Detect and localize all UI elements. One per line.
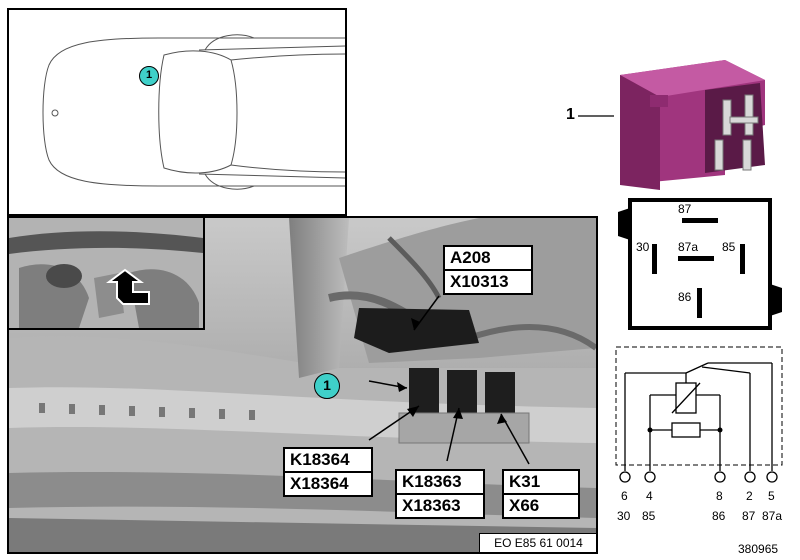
photo-caption: EO E85 61 0014 bbox=[479, 533, 596, 552]
pin-label-86: 86 bbox=[678, 290, 692, 304]
schematic-pin-2: 2 bbox=[746, 489, 753, 503]
label-x18364: X18364 bbox=[283, 471, 373, 497]
interior-illustration bbox=[9, 218, 203, 328]
top-view-callout-1: 1 bbox=[139, 66, 159, 86]
schematic-pin-6: 6 bbox=[621, 489, 628, 503]
relay-part-number: 1 bbox=[566, 106, 575, 123]
schematic-pin-8: 8 bbox=[716, 489, 723, 503]
vehicle-outline bbox=[42, 34, 346, 190]
pin-label-87: 87 bbox=[678, 202, 692, 216]
label-a208: A208 bbox=[443, 245, 533, 271]
relay-illustration bbox=[620, 60, 765, 190]
schematic-terminal-30: 30 bbox=[617, 509, 631, 523]
photo-callout-1: 1 bbox=[314, 373, 340, 399]
label-k18363: K18363 bbox=[395, 469, 485, 495]
label-x18363: X18363 bbox=[395, 493, 485, 519]
schematic-diagram bbox=[615, 346, 783, 483]
schematic-terminal-85: 85 bbox=[642, 509, 656, 523]
relay-part-image bbox=[605, 55, 795, 190]
vehicle-top-view-panel: 1 bbox=[7, 8, 347, 216]
label-k31: K31 bbox=[502, 469, 580, 495]
schematic-pin-5: 5 bbox=[768, 489, 775, 503]
pin-label-85: 85 bbox=[722, 240, 736, 254]
pin-label-87a: 87a bbox=[678, 240, 699, 254]
relay-leader-line bbox=[578, 115, 614, 117]
pin-label-30: 30 bbox=[636, 240, 650, 254]
schematic-terminal-87: 87 bbox=[742, 509, 756, 523]
relay-pin-layout: 87 30 87a 85 86 bbox=[614, 196, 786, 336]
label-x10313: X10313 bbox=[443, 269, 533, 295]
label-x66: X66 bbox=[502, 493, 580, 519]
label-k18364: K18364 bbox=[283, 447, 373, 473]
schematic-terminal-86: 86 bbox=[712, 509, 726, 523]
diagram-id: 380965 bbox=[738, 542, 779, 556]
interior-inset bbox=[9, 218, 205, 330]
pin-layout-diagram bbox=[618, 198, 782, 330]
schematic-terminal-87a: 87a bbox=[762, 509, 783, 523]
relay-schematic: 6 4 8 2 5 30 85 86 87 87a bbox=[612, 345, 792, 525]
engine-bay-photo-panel: 1 A208 X10313 K18364 X18364 K18363 X1836… bbox=[7, 216, 598, 554]
schematic-pin-4: 4 bbox=[646, 489, 653, 503]
